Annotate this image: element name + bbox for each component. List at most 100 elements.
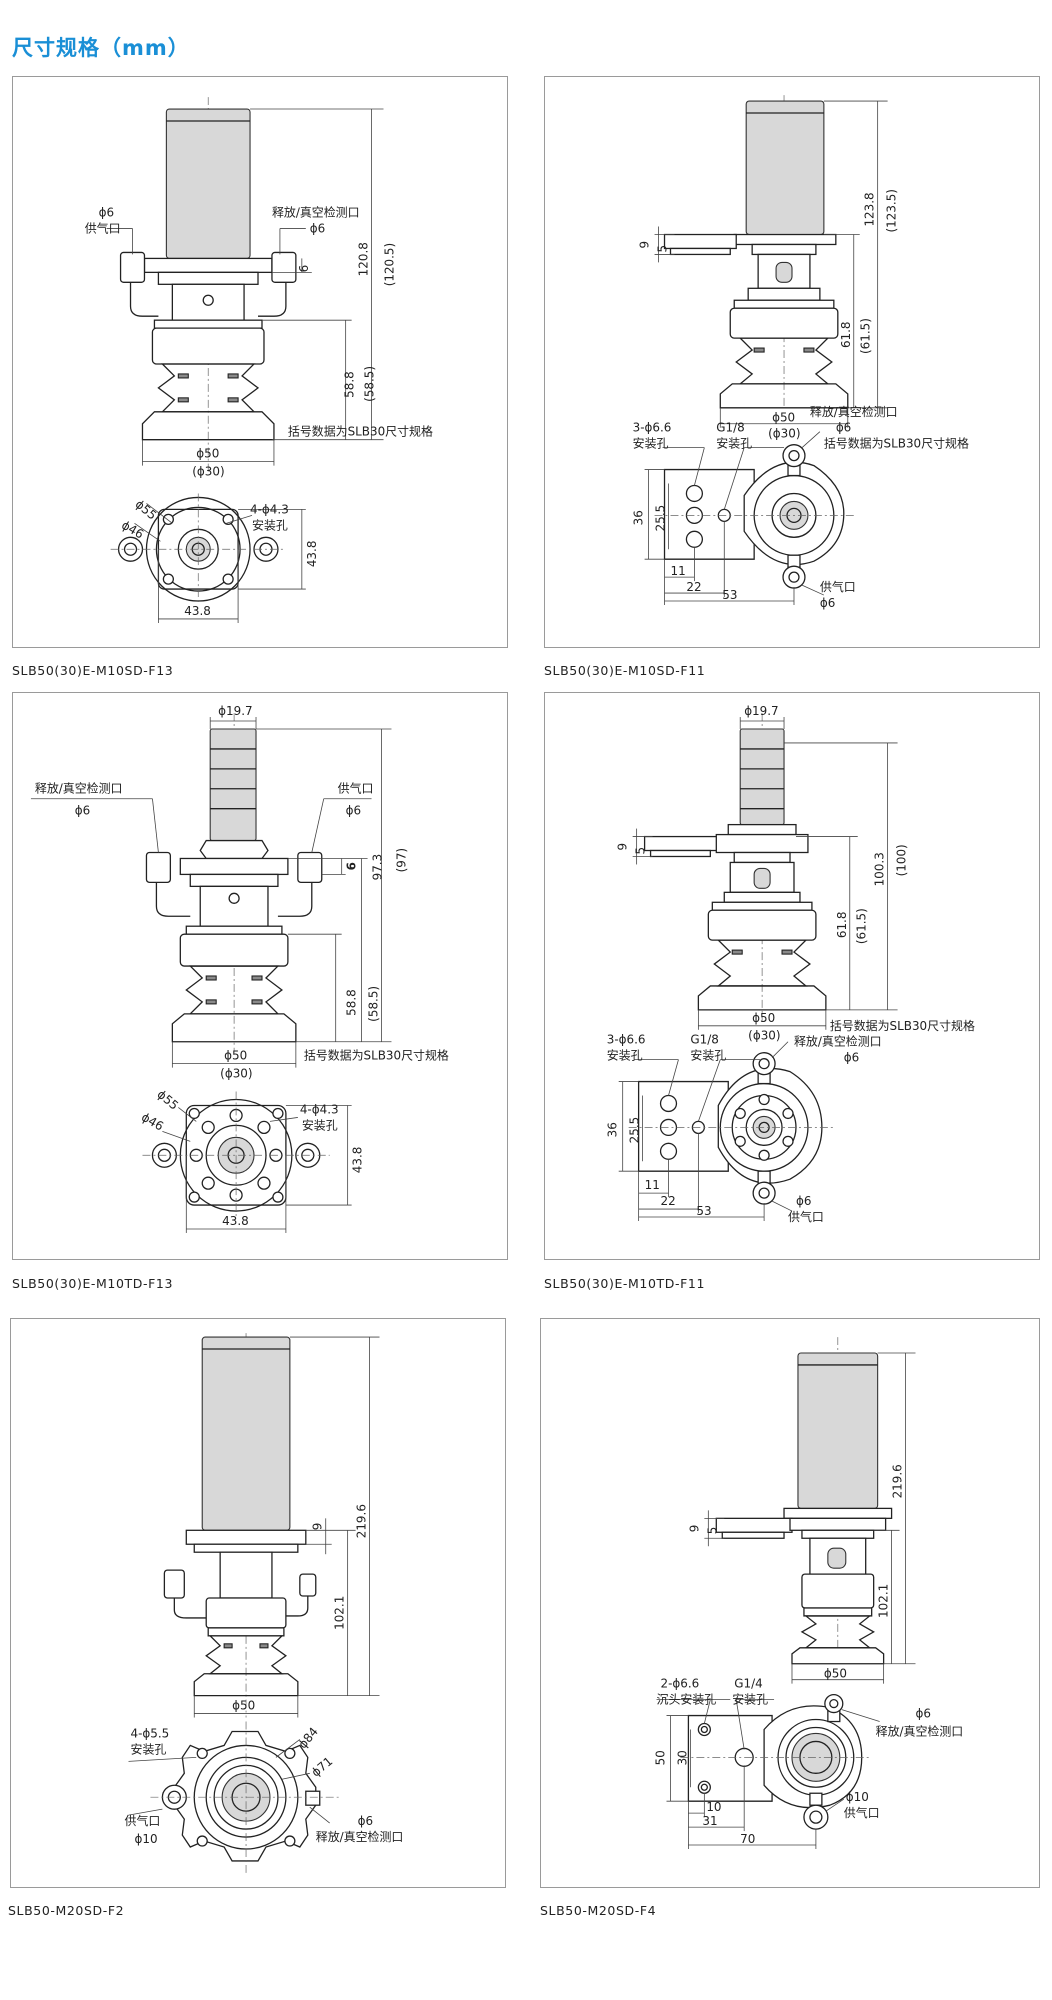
note-text: 括号数据为SLB30尺寸规格: [824, 436, 969, 451]
drawing-caption: SLB50(30)E-M10TD-F13: [12, 1276, 174, 1291]
label-text: 安装孔: [633, 436, 669, 451]
label-text: 供气口: [844, 1805, 880, 1820]
page-title: 尺寸规格（mm）: [12, 36, 190, 60]
dim-text: 4-ϕ5.5: [131, 1726, 170, 1740]
label-text: 供气口: [788, 1209, 824, 1224]
dim-text: 61.8: [839, 321, 853, 348]
label-text: 安装孔: [716, 436, 752, 451]
dim-text: (58.5): [363, 366, 377, 402]
dim-text: (100): [895, 844, 909, 876]
dim-text: 36: [632, 510, 646, 525]
drawing-caption: SLB50(30)E-M10SD-F13: [12, 663, 174, 678]
label-text: 供气口: [85, 221, 121, 236]
dim-text: G1/8: [716, 421, 744, 435]
drawing-caption: SLB50-M20SD-F2: [8, 1903, 125, 1918]
dim-text: 4-ϕ4.3: [300, 1102, 339, 1116]
drawing-m20sd-f4: 9 5 219.6 102.1 ϕ50 2-ϕ6.6 沉头安装孔 G1/4 安装…: [654, 1337, 963, 1850]
label-text: 安装孔: [302, 1117, 338, 1132]
drawing-panel-m10td-f13: ϕ19.7 释放/真空检测口 ϕ6 供气口 ϕ6 6 97.3 (97) 58.…: [12, 692, 508, 1260]
dim-text: ϕ6: [844, 1051, 859, 1065]
dim-text: 58.8: [345, 989, 359, 1016]
label-text: 供气口: [125, 1813, 161, 1828]
drawing-m10td-f11: ϕ19.7 9 5 100.3 (100) 61.8 (61.5) ϕ50 (ϕ…: [606, 704, 975, 1224]
dim-text: ϕ50: [232, 1699, 255, 1713]
dim-text: (ϕ30): [220, 1067, 252, 1081]
dim-text: 30: [675, 1750, 689, 1765]
dim-text: ϕ6: [915, 1707, 930, 1721]
dim-text: 36: [606, 1122, 620, 1137]
dim-text: 22: [686, 580, 701, 594]
label-text: 供气口: [338, 781, 374, 796]
label-text: 安装孔: [607, 1048, 643, 1063]
dim-text: ϕ46: [139, 1110, 166, 1134]
dim-text: 120.8: [357, 242, 371, 276]
label-text: 安装孔: [690, 1048, 726, 1063]
drawing-panel-m10sd-f13: ϕ6 供气口 释放/真空检测口 ϕ6 6 120.8 (120.5) 58.8 …: [12, 76, 508, 648]
drawing-m20sd-f2: 9 219.6 102.1 ϕ50 4-ϕ5.5 安装孔 ϕ84 ϕ71 供气口…: [125, 1333, 404, 1873]
dim-text: (61.5): [855, 908, 869, 944]
drawing-panel-m20sd-f4: 9 5 219.6 102.1 ϕ50 2-ϕ6.6 沉头安装孔 G1/4 安装…: [540, 1318, 1040, 1888]
dim-text: 5: [656, 245, 670, 253]
label-text: 沉头安装孔: [657, 1692, 717, 1707]
dim-text: 70: [740, 1832, 755, 1846]
dim-text: ϕ10: [135, 1832, 158, 1846]
dim-text: 102.1: [877, 1584, 891, 1618]
dim-text: (ϕ30): [768, 427, 800, 441]
dim-text: 22: [661, 1194, 676, 1208]
dim-text: 5: [705, 1527, 719, 1535]
label-text: 安装孔: [131, 1741, 167, 1756]
dim-text: 123.8: [863, 192, 877, 226]
note-text: 括号数据为SLB30尺寸规格: [830, 1018, 975, 1033]
dim-text: ϕ6: [358, 1814, 373, 1828]
label-text: 释放/真空检测口: [272, 205, 360, 220]
drawing-m10td-f13: ϕ19.7 释放/真空检测口 ϕ6 供气口 ϕ6 6 97.3 (97) 58.…: [30, 704, 449, 1233]
dim-text: 219.6: [355, 1504, 369, 1538]
dim-text: 61.8: [835, 912, 849, 939]
drawing-caption: SLB50(30)E-M10SD-F11: [544, 663, 706, 678]
dim-text: 50: [654, 1750, 668, 1765]
dim-text: 53: [696, 1204, 711, 1218]
dim-text: ϕ6: [75, 804, 90, 818]
dim-text: 11: [670, 564, 685, 578]
label-text: 释放/真空检测口: [316, 1829, 404, 1844]
dim-text: ϕ6: [99, 206, 114, 220]
dim-text: ϕ10: [846, 1790, 869, 1804]
label-text: 释放/真空检测口: [794, 1034, 882, 1049]
dim-text: 4-ϕ4.3: [250, 502, 289, 516]
dim-text: ϕ19.7: [744, 704, 778, 718]
dim-text: ϕ50: [224, 1049, 247, 1063]
drawing-panel-m20sd-f2: 9 219.6 102.1 ϕ50 4-ϕ5.5 安装孔 ϕ84 ϕ71 供气口…: [10, 1318, 506, 1888]
label-text: 供气口: [820, 579, 856, 594]
drawing-caption: SLB50-M20SD-F4: [540, 1903, 657, 1918]
dim-text: ϕ71: [309, 1754, 336, 1780]
label-text: 释放/真空检测口: [810, 404, 898, 419]
dim-text: ϕ6: [836, 421, 851, 435]
dim-text: ϕ50: [772, 411, 795, 425]
note-text: 括号数据为SLB30尺寸规格: [304, 1048, 449, 1063]
dim-text: 6: [297, 265, 311, 273]
dim-text: ϕ55: [133, 497, 160, 523]
dim-text: 3-ϕ6.6: [633, 421, 672, 435]
dim-text: ϕ50: [196, 447, 219, 461]
dim-text: G1/4: [734, 1677, 762, 1691]
label-text: 安装孔: [252, 517, 288, 532]
drawing-panel-m10td-f11: ϕ19.7 9 5 100.3 (100) 61.8 (61.5) ϕ50 (ϕ…: [544, 692, 1040, 1260]
dim-text: 58.8: [343, 371, 357, 398]
dim-text: 2-ϕ6.6: [661, 1677, 700, 1691]
note-text: 括号数据为SLB30尺寸规格: [288, 424, 433, 439]
dim-text: ϕ6: [796, 1194, 811, 1208]
dim-text: (ϕ30): [748, 1029, 780, 1043]
dim-text: 9: [311, 1523, 325, 1531]
dim-text: ϕ50: [824, 1667, 847, 1681]
dim-text: (58.5): [367, 986, 381, 1022]
dim-text: (97): [394, 848, 408, 873]
dim-text: 3-ϕ6.6: [607, 1033, 646, 1047]
dim-text: 31: [702, 1814, 717, 1828]
dim-text: ϕ6: [820, 596, 835, 610]
dim-text: 9: [616, 843, 630, 851]
dim-text: 100.3: [873, 852, 887, 886]
dim-text: 6: [345, 862, 359, 870]
dim-text: ϕ6: [310, 222, 325, 236]
dim-text: (ϕ30): [192, 465, 224, 479]
drawing-panel-m10sd-f11: 9 5 123.8 (123.5) 61.8 (61.5) ϕ50 (ϕ30) …: [544, 76, 1040, 648]
